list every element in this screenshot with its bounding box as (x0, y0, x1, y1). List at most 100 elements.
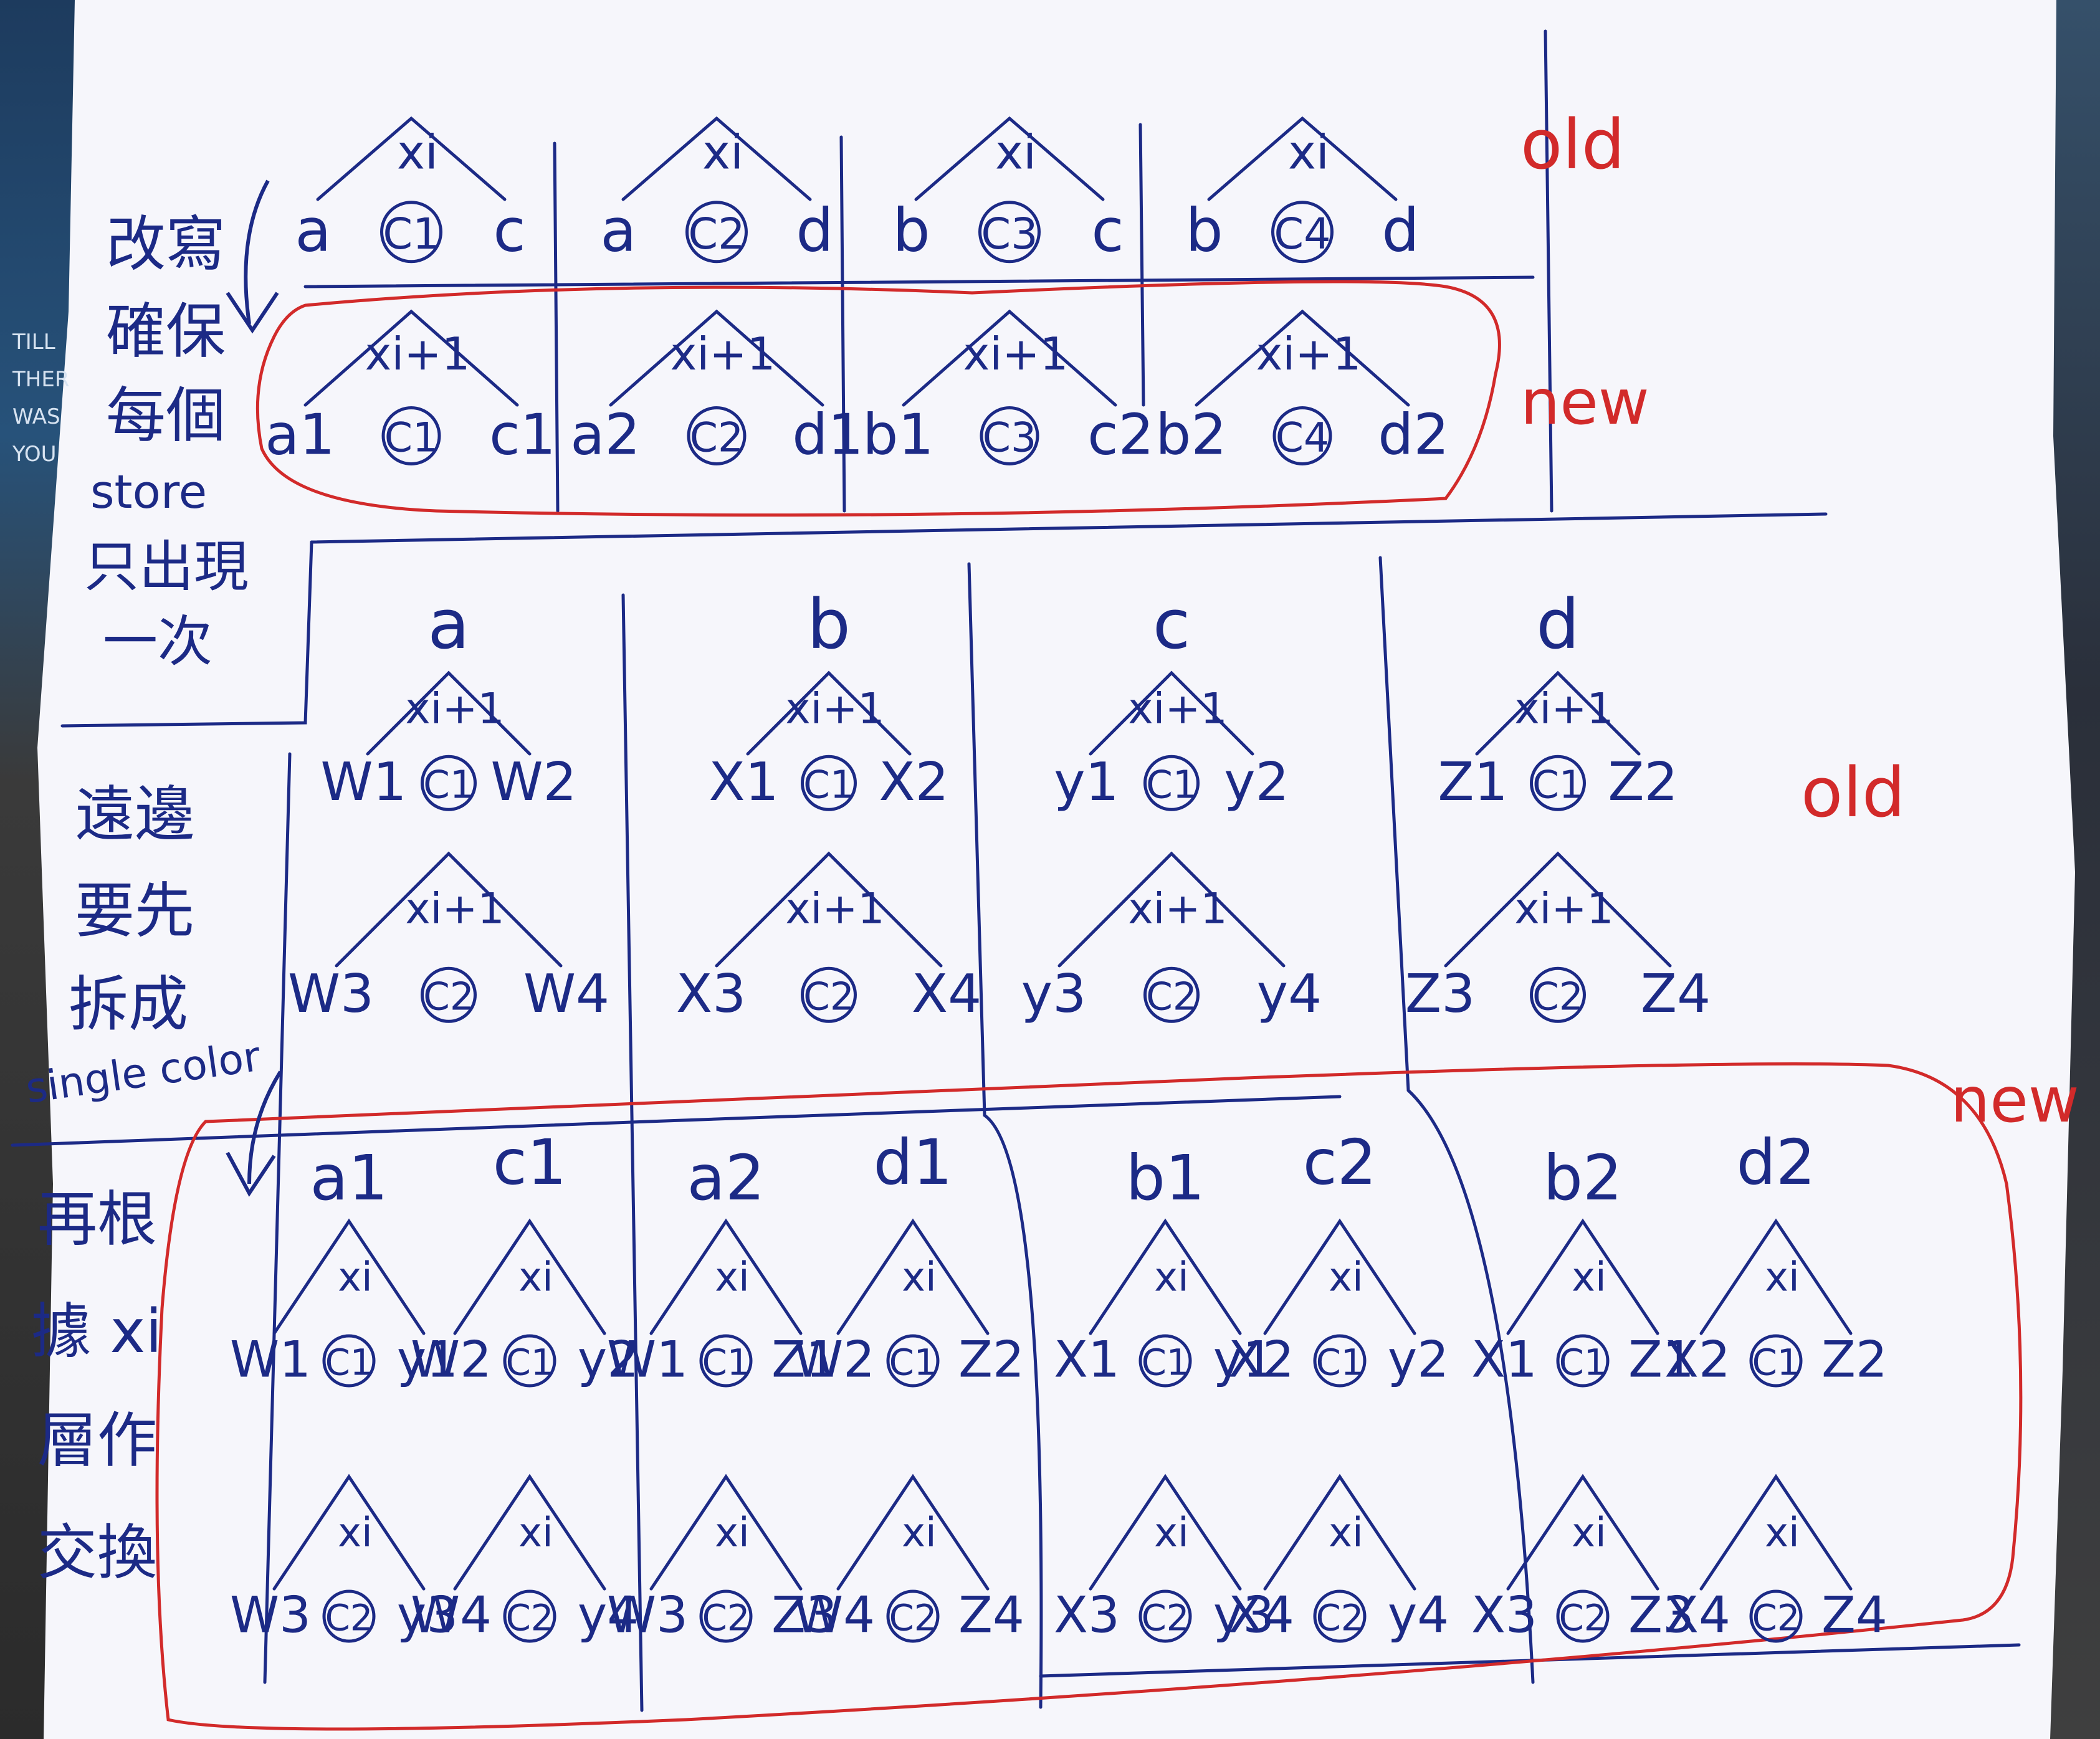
mid-tree-1-c2-label: xi+1 (405, 885, 504, 934)
top-new-tree-2-leaf-right: d1 (792, 402, 863, 467)
bottom-tree-2-2-label: xi (902, 1255, 937, 1301)
note-mid-1: 遠邊 (75, 779, 194, 849)
top-old-tree-1-leaf-right: c (493, 197, 525, 265)
bottom-tree-1-1-edges (272, 1218, 426, 1335)
bottom-tree-2-3-leaf-left: W3 (607, 1586, 688, 1644)
bottom-tree-4-2-color-circle (1749, 1334, 1803, 1388)
bottom-tree-3-2-edges (1263, 1218, 1416, 1335)
new-label-top: new (1520, 366, 1649, 439)
mid-tree-4-c1-leaf-right: Z2 (1608, 751, 1678, 813)
note-top-3: 每個 (106, 381, 226, 450)
bottom-tree-2-3-edges (649, 1474, 803, 1591)
note-bottom-1: 再根 (37, 1184, 157, 1254)
poster-line-4: YOU (12, 442, 57, 467)
note-mid-3: 拆成 (69, 970, 188, 1039)
mid-tree-3-c1-color-circle (1143, 755, 1200, 811)
bottom-tree-2-2-color-circle (886, 1334, 940, 1388)
top-new-tree-3-leaf-right: c2 (1087, 402, 1154, 467)
mid-tree-2-c2-leaf-right: X4 (912, 963, 981, 1025)
top-new-tree-4-color: C4 (1276, 415, 1329, 462)
bottom-tree-3-4-edges (1263, 1474, 1416, 1591)
top-new-tree-4-edges (1195, 309, 1410, 407)
mid-tree-1-c2-leaf-left: W3 (288, 963, 374, 1025)
bottom-tree-2-3-color-circle (699, 1589, 753, 1643)
top-new-tree-3-label: xi+1 (963, 328, 1069, 380)
bottom-tree-3-1-label: xi (1154, 1255, 1189, 1301)
bottom-tree-1-3-edges (272, 1474, 426, 1591)
mid-tree-4-c2-color-circle (1530, 966, 1586, 1023)
new-box-top (255, 280, 1501, 517)
top-new-tree-3-color: C3 (983, 415, 1036, 462)
note-mid-2: 要先 (75, 876, 194, 946)
mid-tree-4-c1-leaf-left: Z1 (1438, 751, 1507, 813)
grid-right-border (1544, 29, 1554, 513)
bottom-tree-3-1-leaf-left: X1 (1054, 1331, 1120, 1389)
bottom-head-2-right: d1 (873, 1126, 952, 1199)
mid-tree-1-c1-label: xi+1 (405, 685, 504, 734)
mid-tree-2-c2-leaf-left: X3 (676, 963, 746, 1025)
mid-head-b: b (807, 584, 851, 664)
grid-top-col-3 (1138, 123, 1145, 407)
mid-tree-1-c1-edges (366, 670, 532, 756)
bottom-tree-2-2-leaf-left: W2 (794, 1331, 875, 1389)
top-new-tree-2-leaf-left: a2 (570, 402, 640, 467)
bottom-tree-4-3-leaf-left: X3 (1471, 1586, 1537, 1644)
note-top: 改寫 確保 每個 store 只出現 一次 (84, 209, 249, 674)
bottom-tree-4-2-label: xi (1765, 1255, 1800, 1301)
top-new-tree-4-label: xi+1 (1256, 328, 1362, 380)
grid-mid-col-3 (1378, 556, 1535, 1684)
mid-tree-1-c2-leaf-right: W4 (523, 963, 609, 1025)
old-label-top: old (1520, 105, 1625, 184)
mid-tree-3-c1-edges (1089, 670, 1254, 756)
top-old-tree-4-leaf-left: b (1185, 197, 1223, 265)
bottom-tree-1-4-color-circle (503, 1589, 556, 1643)
bottom-tree-1-4-color: C2 (506, 1597, 554, 1639)
bottom-tree-4-3-color-circle (1556, 1589, 1610, 1643)
bottom-tree-3-3-leaf-left: X3 (1054, 1586, 1120, 1644)
bottom-tree-1-4-edges (453, 1474, 606, 1591)
poster-text: TILL THER WAS YOU (12, 330, 69, 467)
bottom-tree-2-4-edges (836, 1474, 990, 1591)
mid-tree-3-c2-color-circle (1143, 966, 1200, 1023)
bottom-tree-2-1-color: C1 (702, 1341, 750, 1383)
mid-tree-1-c1-color-circle (421, 755, 477, 811)
bottom-tree-4-2-edges (1699, 1218, 1853, 1335)
bottom-tree-2-4-color-circle (886, 1589, 940, 1643)
bottom-tree-3-3-color-circle (1138, 1589, 1192, 1643)
bottom-tree-4-1-edges (1506, 1218, 1659, 1335)
top-old-tree-4-label: xi (1288, 125, 1329, 180)
bottom-tree-4-1-color-circle (1556, 1334, 1610, 1388)
mid-tree-2-c1-leaf-right: X2 (879, 751, 948, 813)
bottom-tree-1-2-leaf-right: y2 (578, 1331, 639, 1389)
new-region-borders (155, 280, 2023, 1731)
top-old-tree-4-color-circle (1271, 201, 1334, 264)
bottom-head-4-left: b2 (1543, 1141, 1622, 1214)
mid-tree-4-c1-label: xi+1 (1514, 685, 1613, 734)
mid-tree-3-c2-leaf-left: y3 (1021, 963, 1086, 1025)
top-new-tree-1-leaf-right: c1 (489, 402, 556, 467)
bottom-tree-1-1-color-circle (322, 1334, 376, 1388)
paper-sheet (37, 0, 2075, 1739)
mid-tree-2-c2-label: xi+1 (785, 885, 884, 934)
bottom-tree-1-4-label: xi (518, 1510, 553, 1556)
top-new-tree-4-leaf-right: d2 (1378, 402, 1449, 467)
top-old-tree-2-label: xi (702, 125, 743, 180)
note-top-1: 改寫 (106, 209, 226, 279)
mid-tree-3-c2-label: xi+1 (1128, 885, 1227, 934)
bottom-tree-1-2-leaf-left: W2 (411, 1331, 492, 1389)
top-old-tree-2-leaf-right: d (796, 197, 833, 265)
bottom-tree-3-3-leaf-right: y3 (1213, 1586, 1274, 1644)
note-bottom-4: 交換 (37, 1518, 157, 1588)
bottom-tree-1-2-color: C1 (506, 1341, 554, 1383)
bottom-tree-1-1-color: C1 (325, 1341, 373, 1383)
mid-tree-4-c2-color: C2 (1532, 975, 1583, 1019)
bottom-tree-2-4-leaf-right: Z4 (958, 1586, 1024, 1644)
bottom-head-1-left: a1 (310, 1141, 388, 1214)
bottom-tree-4-4-leaf-left: X4 (1664, 1586, 1730, 1644)
bottom-tree-4-2-leaf-right: Z2 (1821, 1331, 1888, 1389)
grid-top-col-2 (839, 135, 846, 513)
top-old-tree-2-color-circle (685, 201, 748, 264)
bottom-head-2-left: a2 (687, 1141, 765, 1214)
bottom-tree-4-4-label: xi (1765, 1510, 1800, 1556)
mid-tree-3-c1-leaf-left: y1 (1054, 751, 1119, 813)
